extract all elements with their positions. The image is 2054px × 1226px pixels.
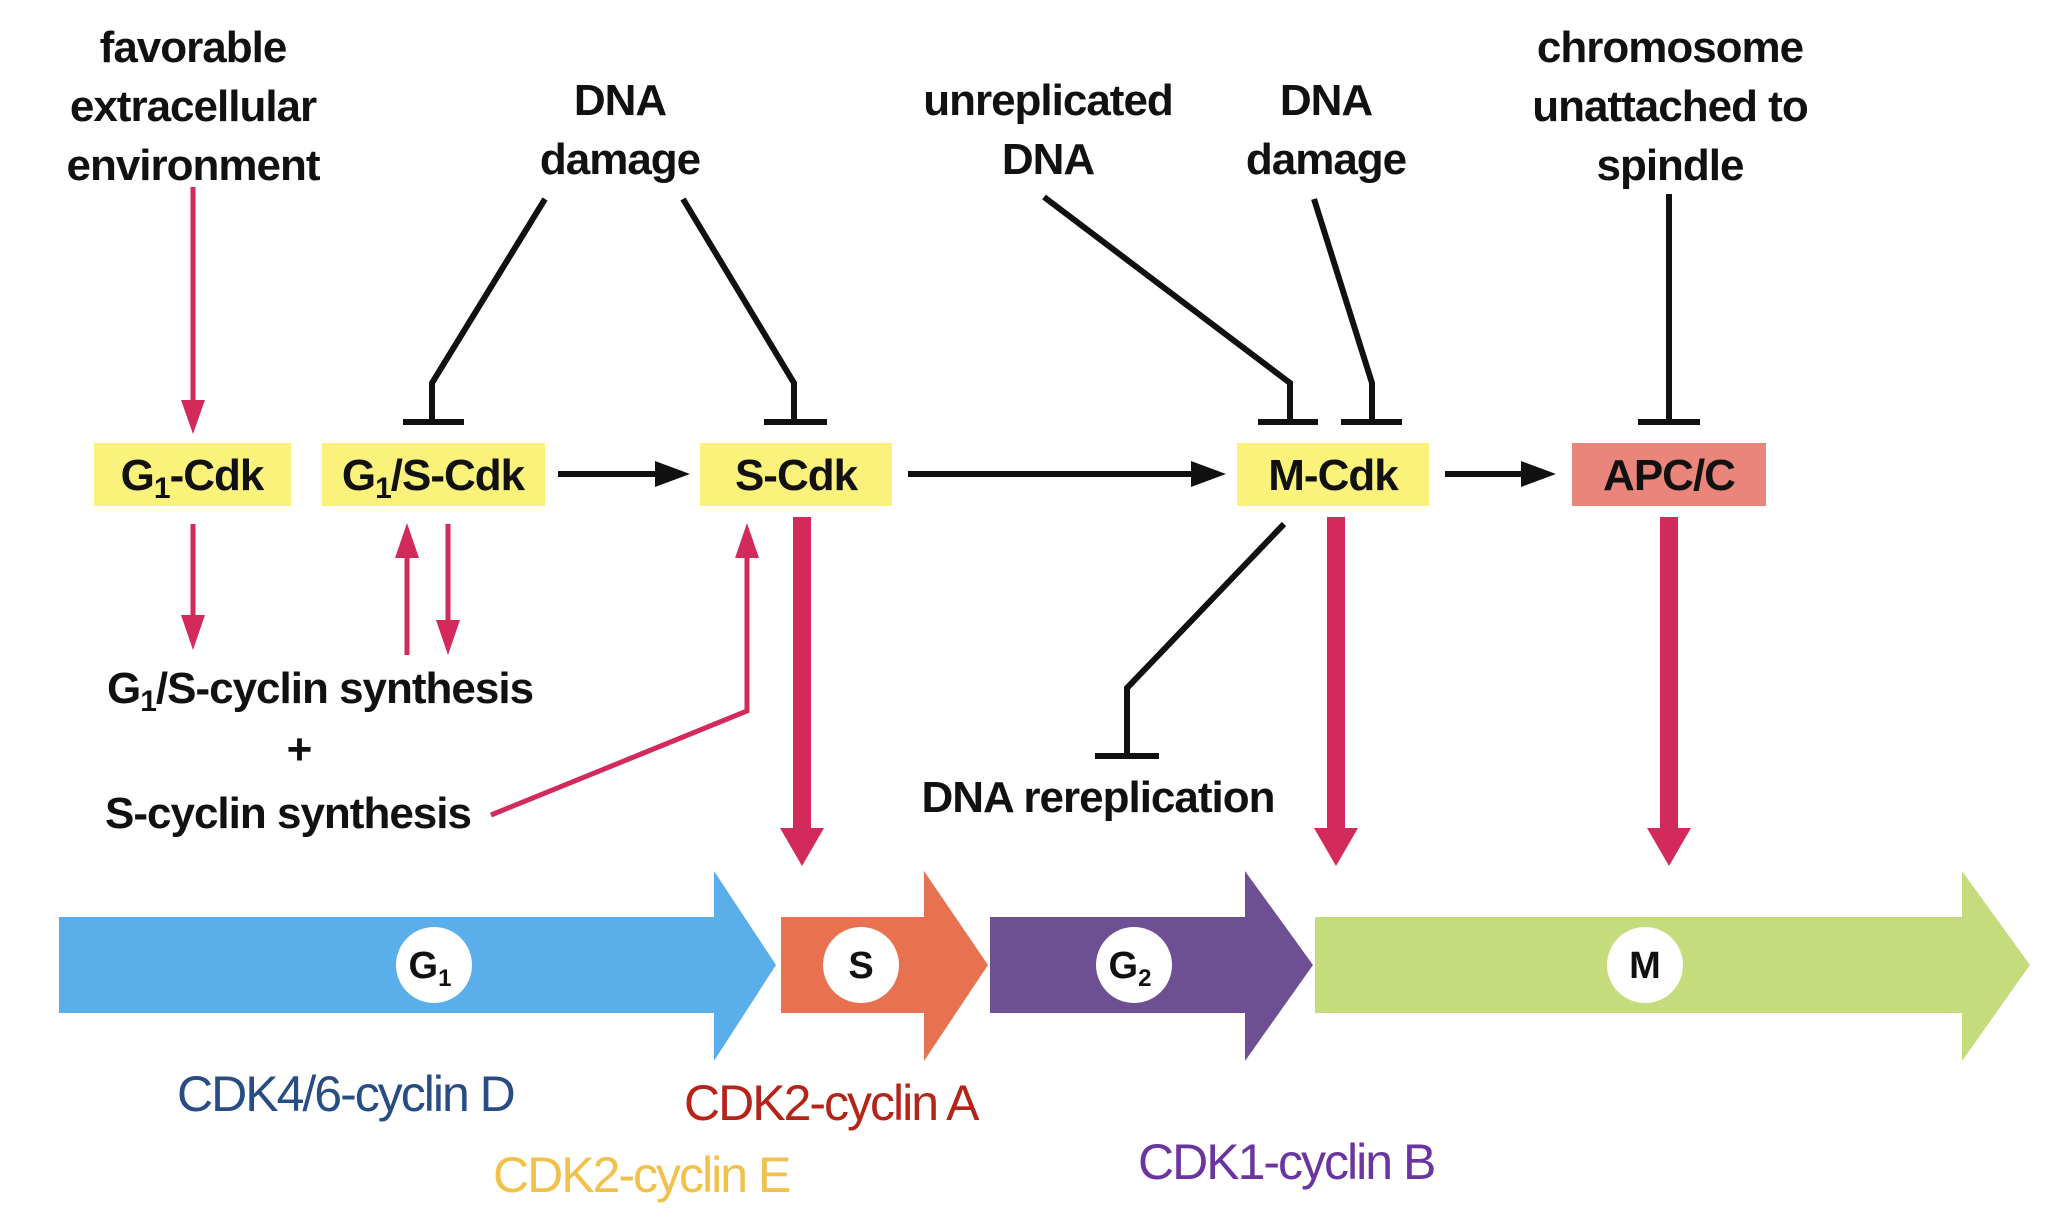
- complex-label: G1-Cdk: [121, 451, 265, 505]
- arrowhead: [436, 620, 460, 655]
- cdk1-cyclin-b-label: CDK1-cyclin B: [1138, 1134, 1434, 1190]
- phase-label: S: [848, 945, 873, 987]
- arrowhead: [655, 461, 690, 487]
- activation-line: [490, 555, 750, 818]
- activate-g1s-cdk-to-synthesis: [436, 524, 460, 655]
- activate-env-to-g1-cdk: [181, 187, 205, 434]
- input-label-line: environment: [66, 141, 320, 190]
- arrowhead: [395, 523, 419, 558]
- input-label-line: DNA: [574, 76, 667, 125]
- inhibit-dna-damage-to-s-cdk: [680, 197, 827, 425]
- arrowhead: [780, 828, 824, 866]
- complex-box: [1572, 443, 1766, 506]
- phase-label: G1: [409, 945, 452, 992]
- complex-apc-c: APC/C: [1572, 443, 1766, 506]
- phase-circle: [1607, 927, 1683, 1003]
- inhibit-dna-damage-to-g1s-cdk: [403, 197, 548, 425]
- inhibition-line: [429, 197, 548, 422]
- input-dna-damage-2: DNA damage: [1246, 76, 1407, 184]
- complex-g1s-cdk: G1/S-Cdk: [322, 443, 545, 506]
- activate-apc-c-to-m-phase: [1647, 517, 1691, 866]
- arrowhead: [1647, 828, 1691, 866]
- synthesis-block: G1/S-cyclin synthesis + S-cyclin synthes…: [105, 664, 534, 838]
- phase-s: S: [781, 871, 988, 1061]
- arrowhead: [1314, 828, 1358, 866]
- arrowhead: [735, 523, 759, 558]
- phase-g2: G2: [990, 871, 1313, 1061]
- inhibit-chromosome-to-apc-c: [1638, 194, 1700, 425]
- arrowhead: [1521, 461, 1556, 487]
- inhibit-unreplicated-dna-to-m-cdk: [1042, 194, 1318, 425]
- inhibit-dna-damage-to-m-cdk: [1311, 198, 1402, 425]
- complex-label: APC/C: [1603, 451, 1735, 500]
- inhibit-m-cdk-to-rereplication: [1095, 521, 1287, 759]
- cdk2-cyclin-a-label: CDK2-cyclin A: [684, 1075, 980, 1131]
- arrowhead: [181, 615, 205, 650]
- complex-box: [322, 443, 545, 506]
- activate-m-cdk-to-m-phase: [1314, 517, 1358, 866]
- complex-label: M-Cdk: [1268, 451, 1399, 500]
- input-label-line: unattached to: [1532, 82, 1808, 131]
- activate-s-to-m-cdk: [908, 461, 1226, 487]
- inhibition-line: [680, 197, 797, 422]
- arrowhead: [181, 400, 205, 434]
- inhibition-line: [1124, 521, 1287, 756]
- activation-line: [1327, 517, 1345, 833]
- phase-label: G2: [1109, 945, 1152, 992]
- complex-box: [1237, 443, 1429, 506]
- input-label-line: DNA: [1002, 135, 1095, 184]
- inhibition-line: [1311, 198, 1375, 422]
- input-label-line: chromosome: [1537, 23, 1803, 72]
- complex-box: [700, 443, 892, 506]
- input-favorable-environment: favorable extracellular environment: [66, 23, 321, 190]
- g1s-cyclin-synthesis-label: G1/S-cyclin synthesis: [107, 664, 533, 718]
- activate-g1s-to-s-cdk: [558, 461, 690, 487]
- input-label-line: DNA: [1280, 76, 1373, 125]
- inhibition-line: [1042, 194, 1293, 422]
- activation-line: [1660, 517, 1678, 833]
- complex-label: G1/S-Cdk: [342, 451, 526, 505]
- complex-m-cdk: M-Cdk: [1237, 443, 1429, 506]
- input-label-line: extracellular: [70, 82, 317, 131]
- input-unreplicated-dna: unreplicated DNA: [923, 76, 1174, 184]
- s-cyclin-synthesis-label: S-cyclin synthesis: [105, 789, 471, 838]
- activation-line: [793, 517, 811, 833]
- phase-m: M: [1315, 871, 2030, 1061]
- input-label-line: damage: [1246, 135, 1406, 184]
- input-label-line: spindle: [1596, 141, 1743, 190]
- activate-synthesis-to-g1s-cdk: [395, 523, 419, 655]
- input-dna-damage-1: DNA damage: [540, 76, 701, 184]
- phase-g1: G1: [59, 871, 776, 1061]
- input-label-line: unreplicated: [923, 76, 1173, 125]
- activate-m-to-apc-c: [1445, 461, 1556, 487]
- phase-label: M: [1629, 945, 1661, 987]
- activate-s-cyclin-to-s-cdk: [490, 523, 759, 818]
- cdk2-cyclin-e-label: CDK2-cyclin E: [493, 1147, 790, 1203]
- activate-g1-cdk-to-synthesis: [181, 524, 205, 650]
- input-chromosome-unattached: chromosome unattached to spindle: [1532, 23, 1809, 190]
- complex-label: S-Cdk: [735, 451, 859, 500]
- phase-circle: [823, 927, 899, 1003]
- arrowhead: [1191, 461, 1226, 487]
- input-label-line: favorable: [100, 23, 287, 72]
- plus-label: +: [287, 725, 312, 774]
- cdk46-cyclin-d-label: CDK4/6-cyclin D: [177, 1066, 514, 1122]
- input-label-line: damage: [540, 135, 700, 184]
- phase-circle: [396, 927, 472, 1003]
- phase-circle: [1096, 927, 1172, 1003]
- complex-s-cdk: S-Cdk: [700, 443, 892, 506]
- complex-box: [94, 443, 291, 506]
- complex-g1-cdk: G1-Cdk: [94, 443, 291, 506]
- dna-rereplication-label: DNA rereplication: [921, 773, 1274, 822]
- activate-s-cdk-to-s-phase: [780, 517, 824, 866]
